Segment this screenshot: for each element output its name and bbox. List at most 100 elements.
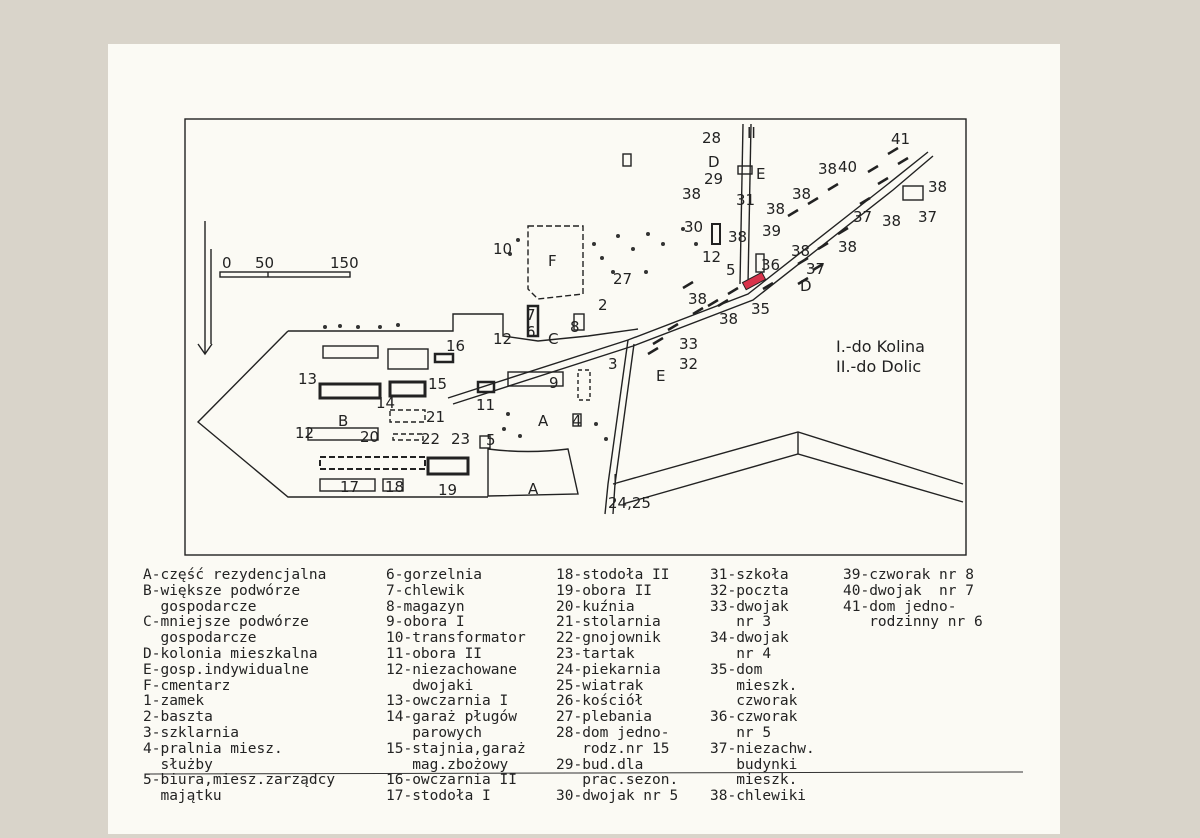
- label-38a: 38: [682, 185, 701, 203]
- legend-entry: 20-kuźnia: [556, 598, 635, 615]
- legend-entry: 41-dom jedno-: [843, 598, 957, 615]
- label-E-north: E: [756, 165, 765, 183]
- legend-entry: 37-niezachw.: [710, 740, 815, 757]
- label-F: F: [548, 252, 557, 270]
- legend-entry: 26-kościół: [556, 693, 644, 710]
- legend-entry: mag.zbożowy: [386, 756, 509, 773]
- legend-entry: B-większe podwórze: [143, 582, 301, 599]
- legend-entry: 40-dwojak nr 7: [843, 582, 974, 599]
- label-41: 41: [891, 130, 910, 148]
- label-D-south: D: [800, 277, 812, 295]
- label-15: 15: [428, 375, 447, 393]
- label-D: D: [708, 153, 720, 171]
- label-39: 39: [762, 222, 781, 240]
- label-18: 18: [385, 478, 404, 496]
- label-4: 4: [572, 412, 582, 430]
- label-12: 12: [295, 424, 314, 442]
- legend-entry: 11-obora II: [386, 645, 483, 662]
- label-27: 27: [613, 270, 632, 288]
- label-A-park: A: [528, 480, 539, 498]
- legend-entry: rodz.nr 15: [556, 740, 670, 757]
- label-38i: 38: [791, 242, 810, 260]
- label-37a: 37: [853, 208, 872, 226]
- legend-entry: 22-gnojownik: [556, 630, 661, 647]
- road-marker-I: I: [613, 471, 617, 489]
- legend-entry: 17-stodoła I: [386, 788, 491, 805]
- legend-entry: 39-czworak nr 8: [843, 567, 974, 583]
- legend-entry: 18-stodoła II: [556, 567, 670, 583]
- label-38b: 38: [728, 228, 747, 246]
- legend-entry: nr 4: [710, 645, 772, 662]
- label-40: 40: [838, 158, 857, 176]
- legend-entry: E-gosp.indywidualne: [143, 661, 309, 678]
- label-37b: 37: [918, 208, 937, 226]
- label-9: 9: [549, 374, 559, 392]
- legend-entry: C-mniejsze podwórze: [143, 614, 309, 631]
- label-A: A: [538, 412, 549, 430]
- label-17: 17: [340, 478, 359, 496]
- label-3: 3: [608, 355, 618, 373]
- legend-entry: 7-chlewik: [386, 582, 465, 599]
- legend-entry: 21-stolarnia: [556, 614, 661, 631]
- legend-entry: 30-dwojak nr 5: [556, 788, 679, 805]
- legend-entry: 4-pralnia miesz.: [143, 740, 283, 757]
- label-C: C: [548, 330, 558, 348]
- legend-entry: budynki: [710, 756, 798, 773]
- legend-entry: 25-wiatrak: [556, 677, 644, 694]
- legend-entry: 29-bud.dla: [556, 756, 644, 773]
- label-11: 11: [476, 396, 495, 414]
- label-19: 19: [438, 481, 457, 499]
- legend-entry: 31-szkoła: [710, 567, 789, 583]
- label-38d: 38: [766, 200, 785, 218]
- legend-entry: mieszk.: [710, 677, 798, 694]
- legend-entry: nr 3: [710, 614, 772, 631]
- label-6: 6: [526, 323, 536, 341]
- label-38f: 38: [882, 212, 901, 230]
- legend-entry: 27-plebania: [556, 709, 653, 726]
- legend-entry: 14-garaż pługów: [386, 709, 517, 726]
- label-10: 10: [493, 240, 512, 258]
- label-13: 13: [298, 370, 317, 388]
- label-22: 22: [421, 430, 440, 448]
- legend-entry: gospodarcze: [143, 630, 257, 647]
- legend-entry: 24-piekarnia: [556, 661, 661, 678]
- label-21: 21: [426, 408, 445, 426]
- legend-entry: 38-chlewiki: [710, 788, 807, 805]
- legend-entry: prac.sezon.: [556, 772, 679, 789]
- legend-entry: 1-zamek: [143, 693, 205, 710]
- label-28: 28: [702, 129, 721, 147]
- legend-entry: służby: [143, 756, 213, 773]
- label-7: 7: [526, 306, 536, 324]
- legend-entry: 6-gorzelnia: [386, 567, 483, 583]
- label-31: 31: [736, 191, 755, 209]
- map-frame: [184, 118, 967, 556]
- label-8: 8: [570, 318, 580, 336]
- scale-bar: [219, 271, 351, 278]
- label-38g: 38: [928, 178, 947, 196]
- label-E: E: [656, 367, 665, 385]
- label-36: 36: [761, 256, 780, 274]
- legend-entry: 32-poczta: [710, 582, 789, 599]
- legend-entry: nr 5: [710, 724, 772, 741]
- legend-entry: rodzinny nr 6: [843, 614, 983, 631]
- legend-entry: czworak: [710, 693, 798, 710]
- legend-entry: 5-biura,miesz.zarządcy: [143, 772, 336, 789]
- label-B: B: [338, 412, 348, 430]
- label-35: 35: [751, 300, 770, 318]
- legend-entry: 34-dwojak: [710, 630, 789, 647]
- label-37c: 37: [806, 260, 825, 278]
- legend-entry: parowych: [386, 724, 483, 741]
- label-5b: 5: [726, 261, 736, 279]
- legend-entry: 16-owczarnia II: [386, 772, 517, 789]
- legend-entry: majątku: [143, 788, 222, 805]
- legend-entry: 3-szklarnia: [143, 724, 240, 741]
- legend-entry: 23-tartak: [556, 645, 635, 662]
- label-5: 5: [486, 431, 496, 449]
- label-12c: 12: [702, 248, 721, 266]
- highlighted-building-35: [741, 271, 767, 291]
- label-2: 2: [598, 296, 608, 314]
- label-30: 30: [684, 218, 703, 236]
- legend-entry: 9-obora I: [386, 614, 465, 631]
